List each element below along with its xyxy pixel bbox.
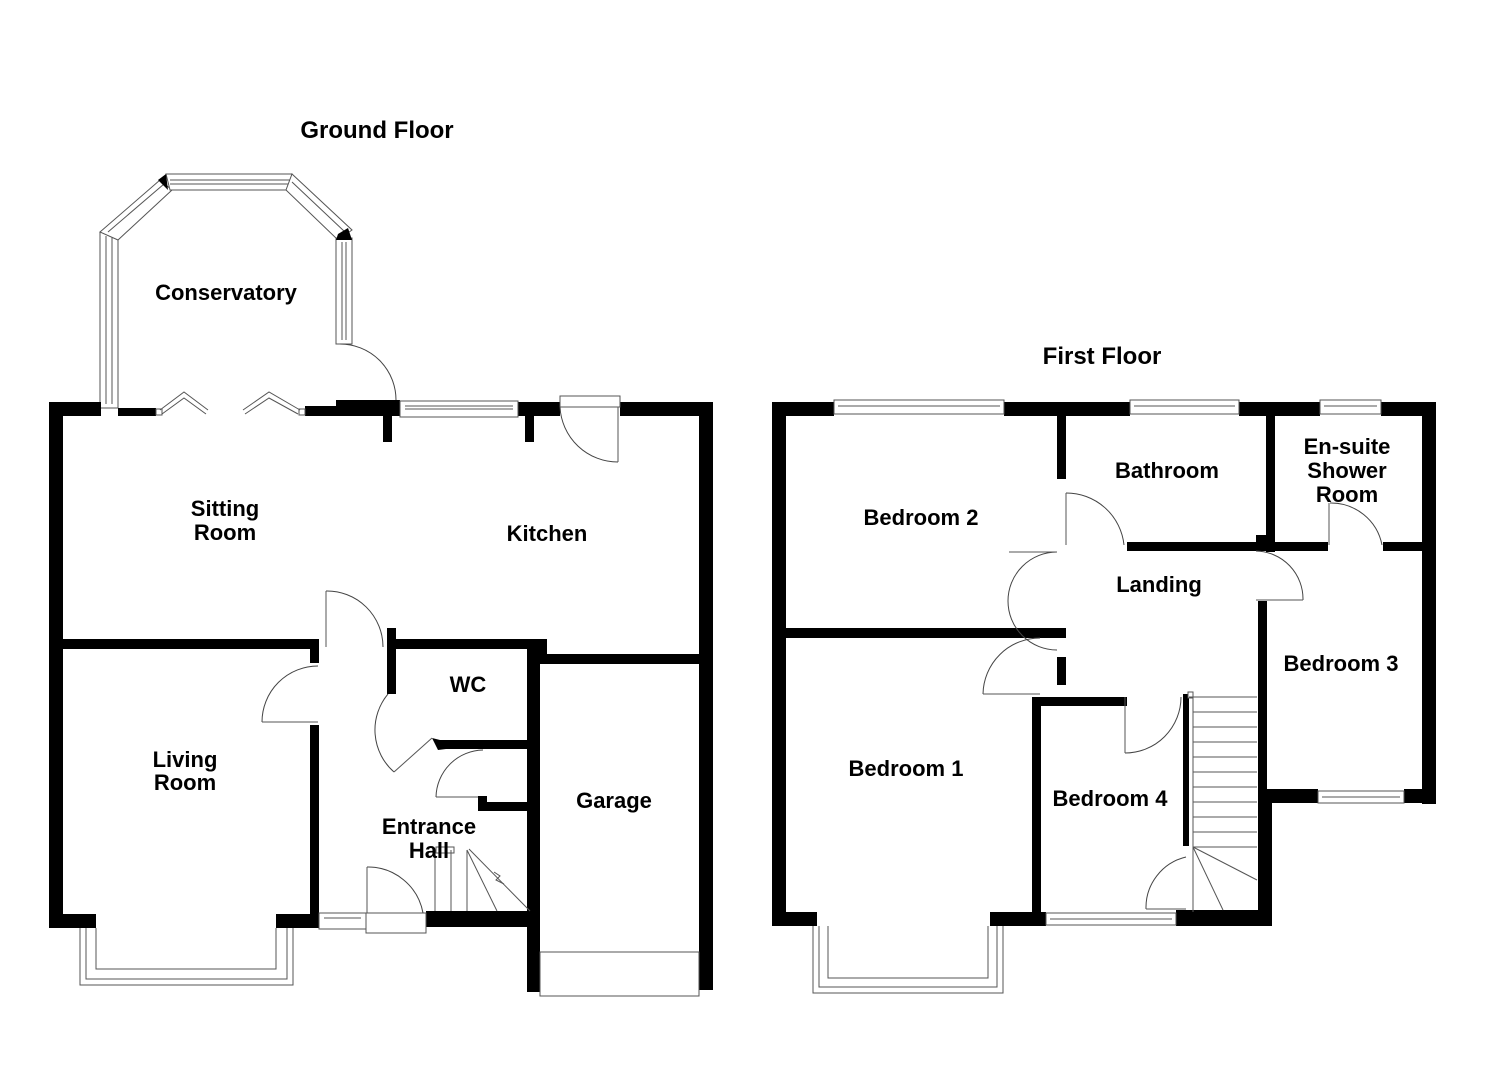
first-floor-fixtures: [812, 399, 1405, 994]
room-label-living-room-2: Room: [154, 770, 216, 795]
ground-floor-walls: [49, 400, 713, 992]
room-label-ensuite-1: En-suite: [1304, 434, 1391, 459]
room-label-bedroom-4: Bedroom 4: [1053, 786, 1169, 811]
conservatory-glazing: [99, 173, 353, 409]
room-label-sitting-room-1: Sitting: [191, 496, 259, 521]
ground-floor-plan: Ground Floor: [49, 117, 713, 997]
room-label-bathroom: Bathroom: [1115, 458, 1219, 483]
first-floor-plan: First Floor: [772, 343, 1436, 994]
room-label-sitting-room-2: Room: [194, 520, 256, 545]
room-label-entrance-hall-2: Hall: [409, 838, 449, 863]
room-label-bedroom-3: Bedroom 3: [1284, 651, 1399, 676]
ground-floor-fixtures: [79, 391, 700, 997]
room-label-ensuite-3: Room: [1316, 482, 1378, 507]
room-label-entrance-hall-1: Entrance: [382, 814, 476, 839]
room-label-living-room-1: Living: [153, 747, 218, 772]
room-label-garage: Garage: [576, 788, 652, 813]
conservatory-door-swing: [339, 343, 397, 401]
room-label-ensuite-2: Shower: [1307, 458, 1387, 483]
room-label-kitchen: Kitchen: [507, 521, 588, 546]
ground-floor-title: Ground Floor: [300, 117, 453, 144]
room-label-wc: WC: [450, 672, 487, 697]
room-label-conservatory: Conservatory: [155, 280, 298, 305]
room-label-bedroom-2: Bedroom 2: [864, 505, 979, 530]
room-label-landing: Landing: [1116, 572, 1202, 597]
first-floor-walls: [772, 402, 1436, 926]
first-floor-title: First Floor: [1043, 343, 1162, 370]
room-label-bedroom-1: Bedroom 1: [849, 756, 964, 781]
